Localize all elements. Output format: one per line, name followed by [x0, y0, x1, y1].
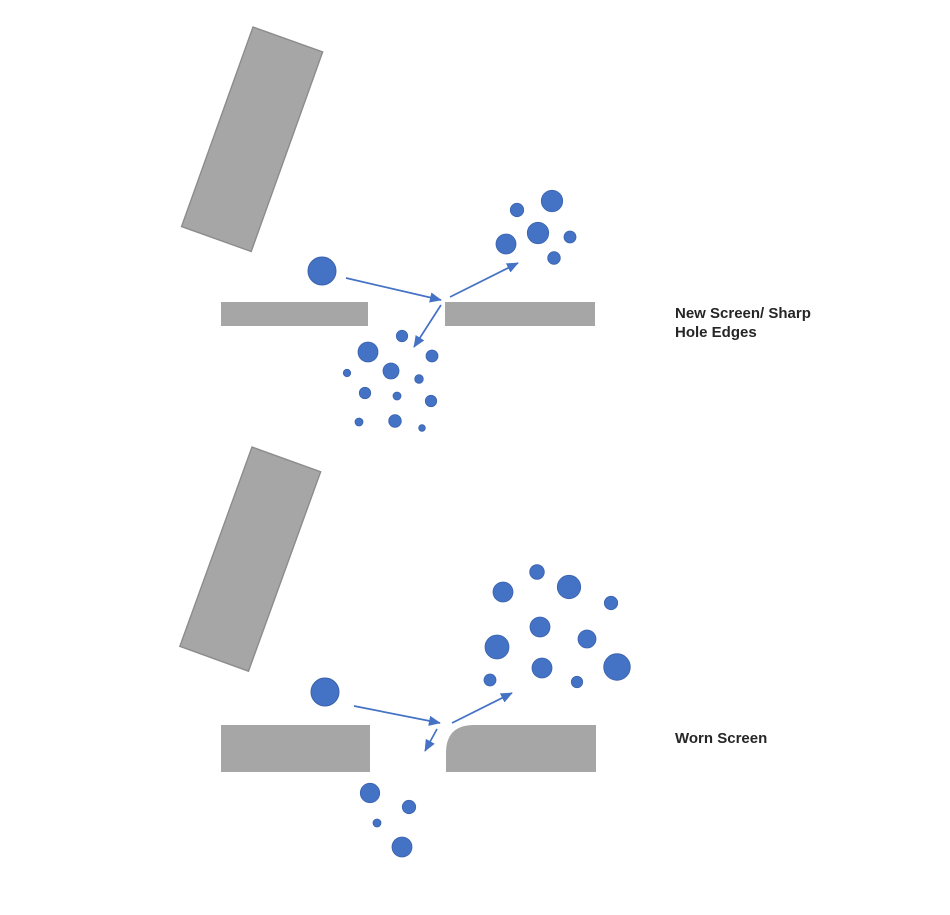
particle-undersize [401, 799, 417, 815]
diagram-worn-screen [178, 446, 631, 858]
label-new-screen: New Screen/ Sharp Hole Edges [675, 304, 811, 342]
particle-oversize [603, 595, 619, 611]
feeder-plate [178, 446, 322, 673]
trajectory-arrow [451, 692, 513, 724]
particle-oversize [531, 657, 553, 679]
particle-oversize [492, 581, 514, 603]
particle-oversize [540, 189, 564, 213]
trajectory-arrow [449, 262, 519, 298]
particle-undersize [424, 394, 438, 408]
label-worn-screen: Worn Screen [675, 729, 767, 748]
particle-oversize [484, 634, 510, 660]
particle-oversize [563, 230, 577, 244]
particle-oversize [556, 574, 582, 600]
particle-undersize [418, 424, 426, 432]
feeder-plate [180, 26, 324, 253]
particle-undersize [395, 329, 409, 343]
particle-undersize [388, 414, 402, 428]
particle-oversize [483, 673, 497, 687]
label-line: Hole Edges [675, 324, 757, 341]
screen-bar-right [445, 302, 595, 326]
particle-oversize [509, 202, 525, 218]
label-line: New Screen/ Sharp [675, 305, 811, 322]
trajectory-arrow [424, 728, 438, 752]
feed-particle [310, 677, 340, 707]
particle-oversize [570, 675, 584, 689]
particle-undersize [392, 391, 402, 401]
particle-undersize [358, 386, 372, 400]
particle-oversize [529, 616, 551, 638]
particle-oversize [577, 629, 597, 649]
trajectory-arrow [345, 277, 442, 303]
particle-undersize [342, 368, 352, 378]
diagram-new-screen-sharp-hole-edges [180, 26, 595, 432]
particle-undersize [382, 362, 400, 380]
screen-bar-left [221, 302, 368, 326]
particle-undersize [359, 782, 381, 804]
particle-undersize [357, 341, 379, 363]
particle-undersize [391, 836, 413, 858]
particle-undersize [372, 818, 382, 828]
particle-oversize [603, 653, 631, 681]
particle-oversize [526, 221, 550, 245]
feed-particle [307, 256, 337, 286]
screen-bar-right [446, 725, 596, 772]
trajectory-arrow [413, 304, 442, 348]
diagram-groups [178, 26, 631, 858]
particle-undersize [414, 374, 424, 384]
screen-bar-left [221, 725, 370, 772]
particle-oversize [495, 233, 517, 255]
particle-undersize [425, 349, 439, 363]
particle-oversize [547, 251, 561, 265]
label-line: Worn Screen [675, 730, 768, 747]
particle-undersize [354, 417, 364, 427]
particle-oversize [529, 564, 545, 580]
trajectory-arrow [353, 705, 441, 726]
